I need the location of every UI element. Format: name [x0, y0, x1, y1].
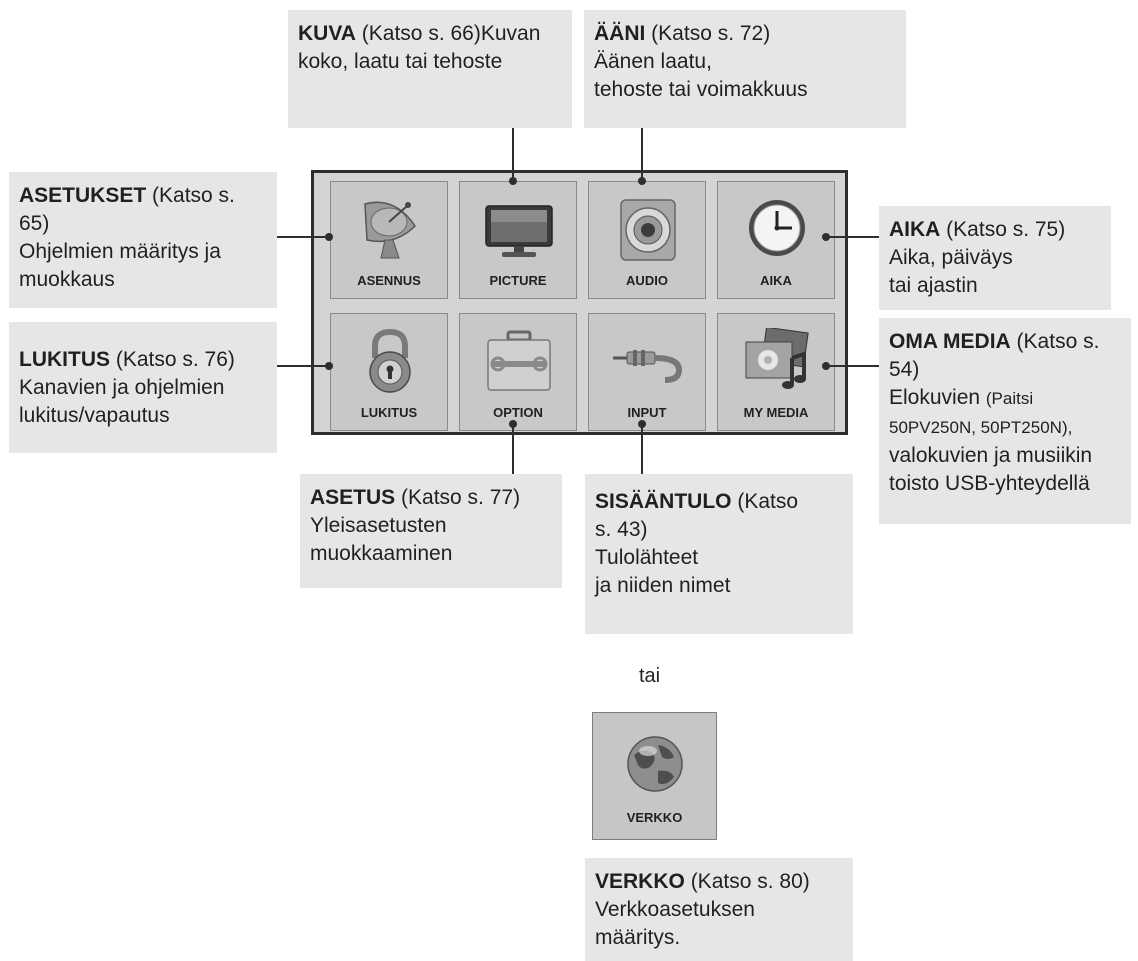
connector-asetus	[512, 424, 514, 474]
callout-aika-line2: tai ajastin	[889, 274, 978, 297]
callout-oma-media-line1: Elokuvien	[889, 386, 986, 409]
callout-lukitus-line1: Kanavien ja ohjelmien	[19, 376, 225, 399]
tile-aika[interactable]: AIKA	[717, 181, 835, 299]
connector-sisaantulo	[641, 424, 643, 474]
connector-oma-media	[826, 365, 879, 367]
callout-aani: ÄÄNI (Katso s. 72) Äänen laatu, tehoste …	[584, 10, 906, 128]
connector-oma-media-dot	[822, 362, 830, 370]
connector-kuva-dot	[509, 177, 517, 185]
callout-verkko-line2: määritys.	[595, 926, 681, 949]
tile-asennus-label: ASENNUS	[357, 273, 421, 288]
callout-asetus-line1: Yleisasetusten	[310, 514, 447, 537]
main-menu-panel: ASENNUS PICTURE AUDIO AIKA	[311, 170, 848, 435]
callout-verkko: VERKKO (Katso s. 80) Verkkoasetuksen mää…	[585, 858, 853, 961]
callout-oma-media-line3: valokuvien ja musiikin	[889, 444, 1093, 467]
callout-verkko-title: VERKKO	[595, 870, 685, 893]
toolbox-icon	[487, 330, 551, 391]
callout-asetukset-line1: Ohjelmien määritys ja	[19, 240, 221, 263]
tile-lukitus[interactable]: LUKITUS	[330, 313, 448, 431]
tile-asennus[interactable]: ASENNUS	[330, 181, 448, 299]
callout-asetukset-title: ASETUKSET	[19, 184, 147, 207]
callout-asetus: ASETUS (Katso s. 77) Yleisasetusten muok…	[300, 474, 562, 588]
callout-lukitus: LUKITUS (Katso s. 76) Kanavien ja ohjelm…	[9, 322, 277, 453]
callout-aika-line1: Aika, päiväys	[889, 246, 1013, 269]
tv-icon	[485, 205, 553, 257]
callout-asetus-title: ASETUS	[310, 486, 396, 509]
tile-audio[interactable]: AUDIO	[588, 181, 706, 299]
or-text: tai	[639, 665, 661, 687]
callout-sisaantulo-line2: ja niiden nimet	[595, 574, 731, 597]
callout-oma-media-title: OMA MEDIA	[889, 330, 1011, 353]
tile-input[interactable]: INPUT	[588, 313, 706, 431]
callout-sisaantulo-ref: (Katso	[731, 490, 799, 513]
connector-aani-dot	[638, 177, 646, 185]
callout-asetus-ref: (Katso s. 77)	[395, 486, 521, 509]
callout-oma-media-line2: 50PV250N, 50PT250N),	[889, 418, 1073, 437]
tile-option-label: OPTION	[493, 405, 543, 420]
callout-verkko-line1: Verkkoasetuksen	[595, 898, 755, 921]
callout-aika-ref: (Katso s. 75)	[940, 218, 1066, 241]
media-collage-icon	[745, 328, 809, 389]
callout-aani-ref: (Katso s. 72)	[645, 22, 771, 45]
callout-kuva-title: KUVA	[298, 22, 356, 45]
callout-oma-media-line4: toisto USB-yhteydellä	[889, 472, 1090, 495]
callout-kuva: KUVA (Katso s. 66)Kuvan koko, laatu tai …	[288, 10, 572, 128]
connector-lukitus	[277, 365, 329, 367]
cable-plug-icon	[613, 350, 683, 383]
speaker-icon	[620, 199, 676, 261]
padlock-icon	[369, 328, 411, 393]
connector-aika-dot	[822, 233, 830, 241]
callout-kuva-text: Kuvan koko, laatu tai tehoste	[298, 22, 541, 73]
callout-lukitus-title: LUKITUS	[19, 348, 110, 371]
tile-audio-label: AUDIO	[626, 273, 668, 288]
connector-aani	[641, 128, 643, 182]
callout-aika-title: AIKA	[889, 218, 941, 241]
connector-asetukset	[277, 236, 329, 238]
callout-aani-title: ÄÄNI	[594, 22, 646, 45]
callout-oma-media: OMA MEDIA (Katso s. 54) Elokuvien (Paits…	[879, 318, 1131, 524]
tile-picture-label: PICTURE	[489, 273, 547, 288]
connector-kuva	[512, 128, 514, 182]
callout-lukitus-ref: (Katso s. 76)	[110, 348, 235, 371]
callout-asetukset: ASETUKSET (Katso s. 65) Ohjelmien määrit…	[9, 172, 277, 308]
tile-input-label: INPUT	[627, 405, 667, 420]
callout-sisaantulo: SISÄÄNTULO (Katso s. 43) Tulolähteet ja …	[585, 474, 853, 634]
tile-verkko[interactable]: VERKKO	[592, 712, 717, 840]
satellite-dish-icon	[364, 201, 416, 259]
callout-lukitus-line2: lukitus/vapautus	[19, 404, 170, 427]
callout-kuva-ref: (Katso s. 66)	[355, 22, 481, 45]
connector-aika	[826, 236, 879, 238]
callout-aani-line2: tehoste tai voimakkuus	[594, 78, 808, 101]
callout-sisaantulo-ref2: s. 43)	[595, 518, 648, 541]
callout-asetukset-ref: (Katso s.	[146, 184, 235, 207]
tile-my-media[interactable]: MY MEDIA	[717, 313, 835, 431]
callout-asetukset-line2: muokkaus	[19, 268, 115, 291]
globe-icon	[627, 736, 683, 792]
callout-oma-media-line1-small: (Paitsi	[985, 389, 1034, 408]
callout-verkko-ref: (Katso s. 80)	[684, 870, 810, 893]
callout-oma-media-ref: (Katso s.	[1010, 330, 1100, 353]
tile-option[interactable]: OPTION	[459, 313, 577, 431]
tile-lukitus-label: LUKITUS	[360, 405, 418, 420]
callout-sisaantulo-line1: Tulolähteet	[595, 546, 699, 569]
callout-aani-line1: Äänen laatu,	[594, 50, 712, 73]
clock-icon	[749, 200, 805, 256]
callout-sisaantulo-title: SISÄÄNTULO	[595, 490, 732, 513]
callout-oma-media-ref2: 54)	[889, 358, 920, 381]
connector-asetukset-dot	[325, 233, 333, 241]
callout-asetukset-ref2: 65)	[19, 212, 50, 235]
tile-picture[interactable]: PICTURE	[459, 181, 577, 299]
tile-verkko-label: VERKKO	[626, 810, 683, 825]
callout-asetus-line2: muokkaaminen	[310, 542, 453, 565]
tile-aika-label: AIKA	[760, 273, 792, 288]
tile-my-media-label: MY MEDIA	[743, 405, 809, 420]
callout-aika: AIKA (Katso s. 75) Aika, päiväys tai aja…	[879, 206, 1111, 310]
connector-lukitus-dot	[325, 362, 333, 370]
